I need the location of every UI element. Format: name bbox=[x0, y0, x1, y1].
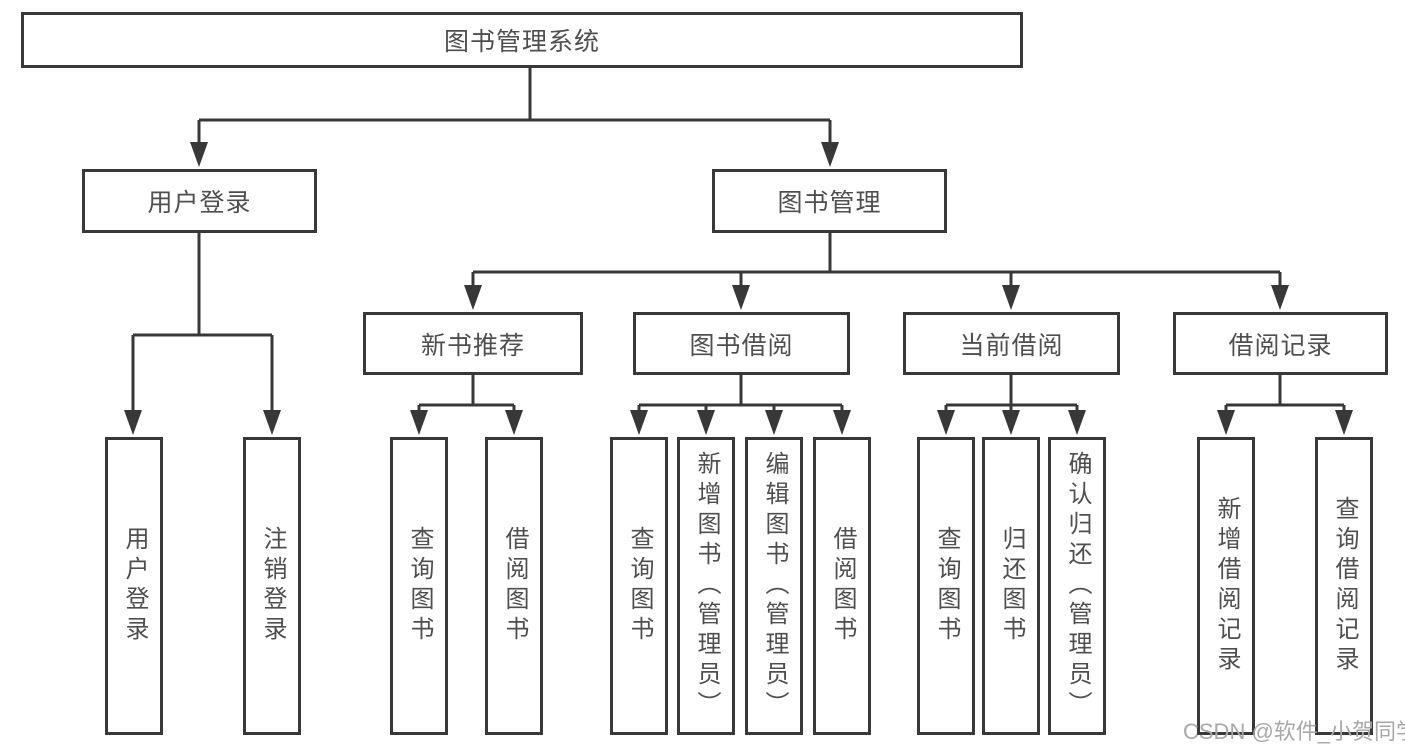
leaf-query-books-recommend: 查询图书 bbox=[390, 437, 448, 735]
leaf-borrow-books-recommend: 借阅图书 bbox=[485, 437, 543, 735]
arrowheads bbox=[124, 142, 1353, 435]
leaf-query-books-borrowing: 查询图书 bbox=[610, 437, 668, 735]
node-root-system: 图书管理系统 bbox=[21, 12, 1023, 68]
node-borrowing-records: 借阅记录 bbox=[1173, 312, 1388, 375]
leaf-logout: 注销登录 bbox=[243, 437, 301, 735]
leaf-return-book: 归还图书 bbox=[982, 437, 1040, 735]
leaf-borrow-books: 借阅图书 bbox=[813, 437, 871, 735]
leaf-user-login: 用户登录 bbox=[105, 437, 163, 735]
leaf-add-book-admin: 新增图书（管理员） bbox=[677, 437, 735, 735]
csdn-watermark: CSDN @软件_小贺同学 bbox=[1183, 719, 1405, 744]
node-user-login: 用户登录 bbox=[82, 169, 317, 233]
node-new-book-recommend: 新书推荐 bbox=[363, 312, 583, 375]
node-book-management: 图书管理 bbox=[712, 169, 947, 233]
leaf-add-borrow-record: 新增借阅记录 bbox=[1197, 437, 1255, 735]
node-current-borrowing: 当前借阅 bbox=[903, 312, 1120, 375]
node-book-borrowing: 图书借阅 bbox=[633, 312, 850, 375]
leaf-query-books-current: 查询图书 bbox=[917, 437, 975, 735]
leaf-edit-book-admin: 编辑图书（管理员） bbox=[745, 437, 803, 735]
leaf-query-borrow-record: 查询借阅记录 bbox=[1315, 437, 1373, 735]
leaf-confirm-return-admin: 确认归还（管理员） bbox=[1048, 437, 1106, 735]
